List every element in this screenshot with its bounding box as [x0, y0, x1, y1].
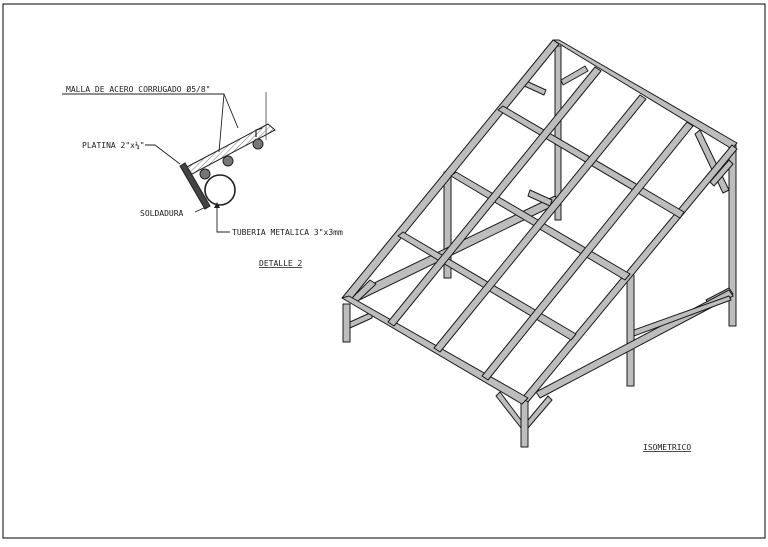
rebar-circle: [222, 155, 234, 167]
post-front-left: [342, 303, 351, 343]
rebar-hook: [255, 127, 263, 137]
post-front-right: [626, 274, 635, 387]
leader-tuberia: [216, 206, 230, 233]
label-soldadura: SOLDADURA: [140, 209, 184, 218]
sheet-border: [2, 3, 766, 539]
leader-malla-2: [223, 93, 239, 129]
leg-brace-center-a: [495, 391, 522, 429]
metal-pipe-section: [204, 174, 236, 206]
frame-top-edge: [552, 39, 738, 150]
post-back-center: [554, 45, 562, 221]
detail-2: MALLA DE ACERO CORRUGADO Ø5/8" PLATINA 2…: [62, 84, 343, 268]
rebar-circle: [252, 138, 264, 150]
label-platina: PLATINA 2"x¼": [82, 141, 145, 150]
post-front-center: [520, 397, 529, 448]
brace-right-b: [709, 159, 734, 187]
label-tuberia: TUBERIA METALICA 3"x3mm: [232, 228, 343, 237]
leader-platina: [145, 144, 181, 165]
rebar-circle: [199, 168, 211, 180]
purlin-1: [387, 66, 602, 327]
label-malla: MALLA DE ACERO CORRUGADO Ø5/8": [66, 84, 211, 94]
leg-brace-center-b: [527, 395, 553, 429]
leg-brace-left-a: [349, 311, 373, 329]
side-beam-right-lower: [633, 295, 732, 337]
detail-title: DETALLE 2: [259, 259, 303, 268]
leader-soldadura: [194, 206, 207, 213]
purlin-3: [481, 121, 694, 381]
steel-plate: [179, 162, 211, 210]
steel-mesh-section: [184, 123, 276, 175]
arrow-head: [214, 202, 220, 208]
isometric-title: ISOMETRICO: [643, 443, 691, 452]
purlin-2: [433, 94, 647, 353]
frame-bottom-edge: [341, 295, 529, 405]
brace-top-back-2: [560, 65, 589, 86]
isometric-view: [341, 39, 738, 448]
